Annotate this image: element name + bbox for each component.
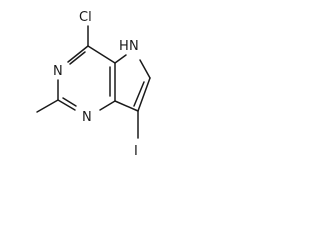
chlorine-label: Cl <box>79 10 92 25</box>
bond-c7-c7a <box>114 100 139 112</box>
atom-labels: Cl N N H N I <box>53 10 139 159</box>
bond-c2-n1-double <box>62 97 77 107</box>
bond-c4a-n5 <box>114 54 127 64</box>
nitrogen-top-label: N <box>53 64 63 79</box>
bond-c2-methyl <box>36 99 59 113</box>
bond-c6-c7 <box>137 77 151 112</box>
bonds <box>36 25 151 139</box>
bond-c6-c7-double <box>133 81 145 107</box>
bond-n1-c7a <box>99 100 116 111</box>
bond-c2-n1 <box>57 99 76 111</box>
bond-c4a-c4 <box>87 45 116 64</box>
pyrrole-h-label: H <box>119 39 129 54</box>
bond-n5-c6 <box>139 59 151 79</box>
pyrrole-n-label: N <box>129 39 139 54</box>
chemical-structure-canvas: Cl N N H N I <box>0 0 174 168</box>
bond-c4-n3-double <box>69 51 86 65</box>
bond-c4-n3 <box>67 45 89 63</box>
iodine-label: I <box>134 144 138 159</box>
nitrogen-bottom-label: N <box>82 110 92 125</box>
molecule-drawing: Cl N N H N I <box>36 10 151 159</box>
